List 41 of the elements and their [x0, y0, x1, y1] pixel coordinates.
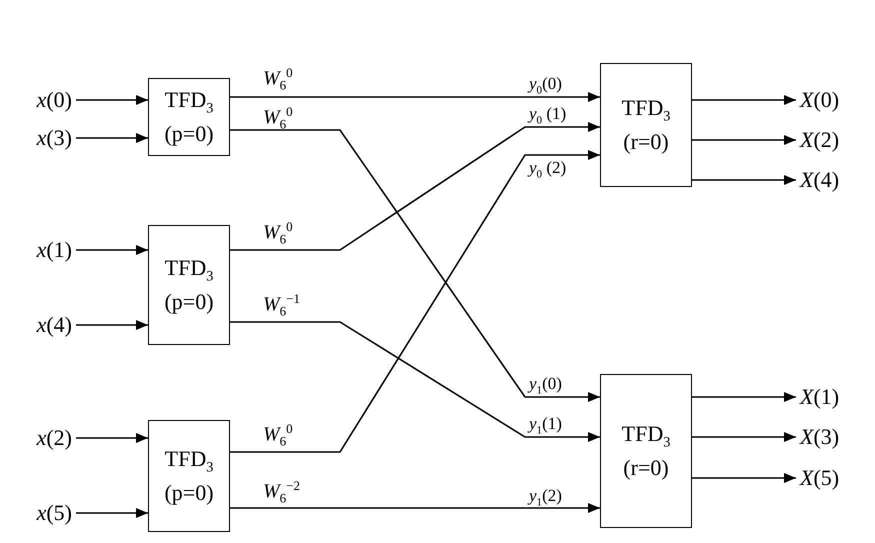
- arrow: [76, 433, 148, 443]
- input-label: x(4): [36, 312, 72, 338]
- signal-label: y$_{0}$ (1): [528, 104, 568, 128]
- arrow: [230, 321, 600, 442]
- signal-label: y$_{1}$(1): [528, 414, 563, 438]
- arrow: [230, 150, 600, 453]
- arrow: [230, 92, 600, 102]
- process-box: TFD$_{3}$ (p=0): [148, 225, 230, 345]
- arrow: [76, 133, 148, 143]
- input-label: x(2): [36, 425, 72, 451]
- arrow: [230, 122, 600, 251]
- process-box: TFD$_{3}$ (p=0): [148, 78, 230, 156]
- arrow: [692, 392, 796, 402]
- input-label: x(1): [36, 237, 72, 263]
- signal-label: y$_{1}$(2): [528, 486, 563, 510]
- arrow: [76, 320, 148, 330]
- process-box: TFD$_{3}$ (r=0): [600, 63, 692, 187]
- output-label: X(1): [800, 384, 840, 410]
- process-box: TFD$_{3}$ (r=0): [600, 374, 692, 528]
- arrow: [692, 473, 796, 483]
- arrow: [692, 175, 796, 185]
- arrow: [692, 95, 796, 105]
- signal-label: y$_{1}$(0): [528, 374, 563, 398]
- arrow: [230, 503, 600, 513]
- arrow: [230, 129, 600, 402]
- output-label: X(2): [800, 127, 840, 153]
- input-label: x(5): [36, 500, 72, 526]
- arrow: [76, 245, 148, 255]
- input-label: x(0): [36, 87, 72, 113]
- arrow: [692, 432, 796, 442]
- arrow: [76, 508, 148, 518]
- output-label: X(3): [800, 424, 840, 450]
- signal-label: y$_{0}$ (2): [528, 158, 568, 182]
- process-box: TFD$_{3}$ (p=0): [148, 420, 230, 532]
- arrow: [76, 95, 148, 105]
- signal-label: y$_{0}$(0): [528, 74, 563, 98]
- output-label: X(5): [800, 465, 840, 491]
- output-label: X(4): [800, 167, 840, 193]
- output-label: X(0): [800, 87, 840, 113]
- arrow: [692, 135, 796, 145]
- input-label: x(3): [36, 125, 72, 151]
